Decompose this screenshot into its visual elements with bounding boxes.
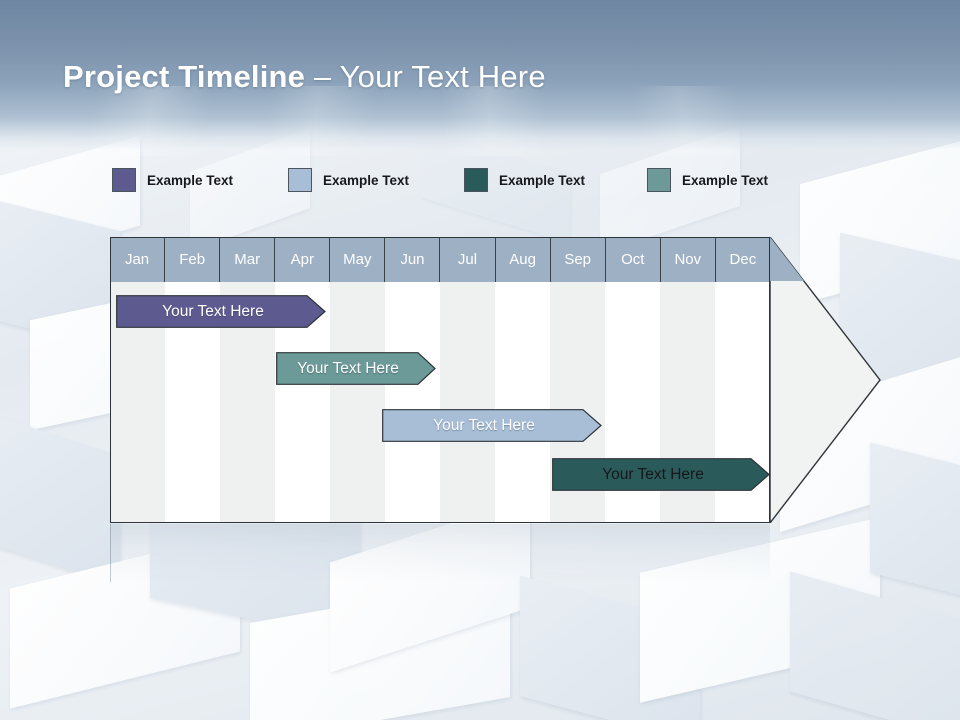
legend-swatch-icon xyxy=(647,168,671,192)
month-header-row: Jan Feb Mar Apr May Jun Jul Aug Sep Oct … xyxy=(110,237,770,282)
legend-swatch-icon xyxy=(464,168,488,192)
month-cell-aug[interactable]: Aug xyxy=(496,237,551,282)
column-stripe xyxy=(330,282,385,523)
task-bar-arrow-shape xyxy=(276,352,436,385)
task-bar[interactable]: Your Text Here xyxy=(382,409,602,442)
month-cell-oct[interactable]: Oct xyxy=(606,237,661,282)
page-title-regular: – Your Text Here xyxy=(305,59,546,94)
month-cell-dec[interactable]: Dec xyxy=(729,251,757,268)
month-cell-nov[interactable]: Nov xyxy=(661,237,716,282)
month-cell-may[interactable]: May xyxy=(330,237,386,282)
month-cell-jul[interactable]: Jul xyxy=(440,237,496,282)
month-cell-apr[interactable]: Apr xyxy=(275,237,331,282)
chart-border xyxy=(110,237,770,523)
month-cell-mar[interactable]: Mar xyxy=(220,237,276,282)
legend-swatch-icon xyxy=(288,168,312,192)
legend-item[interactable]: Example Text xyxy=(112,168,233,192)
task-bar-label: Your Text Here xyxy=(602,465,704,483)
task-bar-arrow-shape xyxy=(116,295,326,328)
column-stripe xyxy=(495,282,550,523)
legend-item[interactable]: Example Text xyxy=(647,168,768,192)
month-cell-sep[interactable]: Sep xyxy=(551,237,606,282)
legend-item-label: Example Text xyxy=(682,172,769,188)
legend-item[interactable]: Example Text xyxy=(288,168,409,192)
legend-item[interactable]: Example Text xyxy=(464,168,585,192)
page-title: Project Timeline – Your Text Here xyxy=(63,59,546,95)
legend-item-label: Example Text xyxy=(147,172,234,188)
task-bar-label: Your Text Here xyxy=(297,359,399,377)
task-bar[interactable]: Your Text Here xyxy=(552,458,770,491)
page-title-bold: Project Timeline xyxy=(63,59,306,94)
task-bar-label: Your Text Here xyxy=(433,416,535,434)
header-gradient-band xyxy=(0,0,960,150)
chart-reflection xyxy=(110,524,770,582)
month-cell-feb[interactable]: Feb xyxy=(165,237,221,282)
legend-item-label: Example Text xyxy=(323,172,410,188)
month-cell-jan[interactable]: Jan xyxy=(110,237,166,282)
legend: Example Text Example Text Example Text E… xyxy=(112,168,812,198)
column-stripe xyxy=(385,282,440,523)
legend-item-label: Example Text xyxy=(499,172,586,188)
column-stripe xyxy=(440,282,495,523)
task-bar-arrow-shape xyxy=(552,458,770,491)
month-cell-jun[interactable]: Jun xyxy=(385,237,441,282)
timeline-arrow-head xyxy=(770,237,882,523)
task-bar[interactable]: Your Text Here xyxy=(116,295,326,328)
task-bar-arrow-shape xyxy=(382,409,602,442)
task-bar[interactable]: Your Text Here xyxy=(276,352,436,385)
gantt-chart: Jan Feb Mar Apr May Jun Jul Aug Sep Oct … xyxy=(110,237,770,523)
legend-swatch-icon xyxy=(112,168,136,192)
task-bar-label: Your Text Here xyxy=(162,302,264,320)
header-light-streaks xyxy=(0,86,960,156)
